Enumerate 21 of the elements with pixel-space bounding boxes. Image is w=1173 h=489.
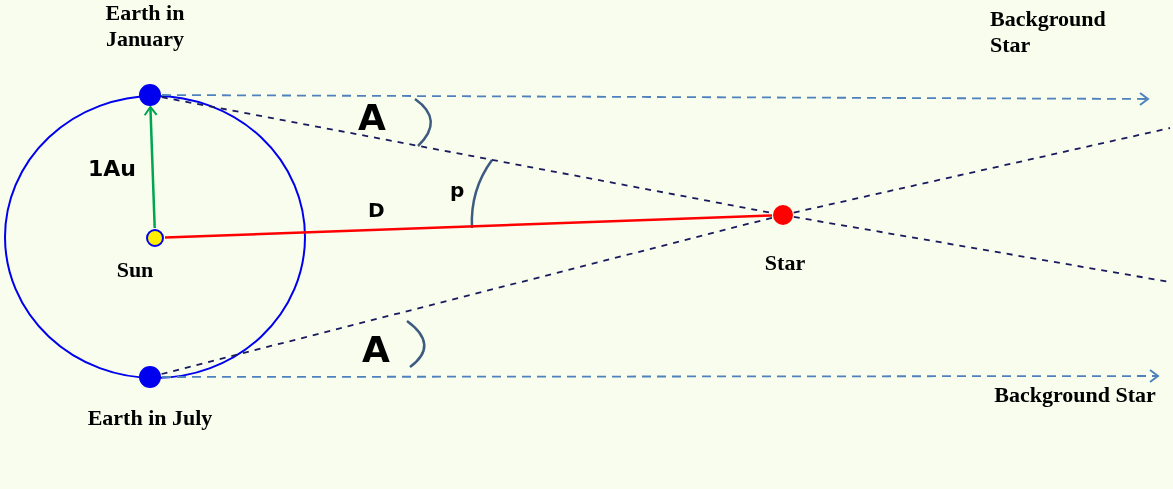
dot: [139, 366, 161, 388]
arrow: [143, 106, 158, 229]
star-label: Background Star: [990, 382, 1160, 438]
angle-label: A: [362, 332, 390, 368]
node-label: Earth in January: [104, 0, 186, 52]
dashed-line: [160, 216, 774, 375]
edge-label: D: [368, 200, 385, 220]
dashed-arrow: [161, 369, 1159, 383]
node-label: Star: [763, 250, 807, 276]
edge-label: 1Au: [88, 158, 136, 180]
node-label: Sun: [115, 257, 155, 283]
dot: [146, 229, 164, 247]
line: [164, 214, 773, 239]
angle-label: p: [450, 180, 465, 200]
angle-label: A: [358, 100, 386, 136]
dot: [773, 205, 793, 225]
node-label: Earth in July: [86, 405, 214, 431]
dot: [139, 84, 161, 106]
dashed-line: [792, 127, 1171, 214]
dashed-arrow: [161, 91, 1149, 106]
star-label: Background Star: [990, 6, 1150, 94]
